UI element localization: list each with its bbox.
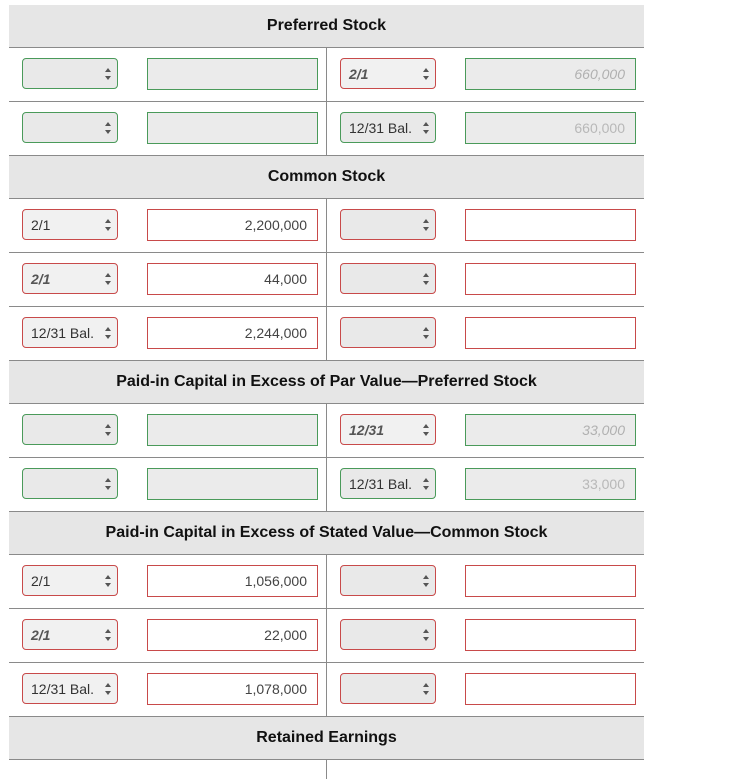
account-header-common-stock: Common Stock	[9, 155, 644, 199]
credit-amount-input[interactable]	[465, 263, 636, 295]
credit-date-select[interactable]	[340, 263, 436, 294]
debit-amount-input[interactable]	[147, 468, 318, 500]
credit-date-select[interactable]	[340, 565, 436, 596]
credit-amount-input[interactable]: 660,000	[465, 58, 636, 90]
ledger-row: 2/1 22,000	[9, 609, 644, 663]
account-header-paid-in-capital-common: Paid-in Capital in Excess of Stated Valu…	[9, 511, 644, 555]
credit-date-select[interactable]	[340, 317, 436, 348]
updown-arrow-icon	[104, 422, 112, 438]
debit-date-select[interactable]: 2/1	[22, 209, 118, 240]
debit-amount-input[interactable]: 1,056,000	[147, 565, 318, 597]
debit-date-select[interactable]: 12/31 Bal.	[22, 317, 118, 348]
updown-arrow-icon	[104, 627, 112, 643]
updown-arrow-icon	[104, 476, 112, 492]
ledger-row: 12/31 Bal. 33,000	[9, 458, 644, 511]
debit-date-select[interactable]	[22, 414, 118, 445]
account-header-retained-earnings: Retained Earnings	[9, 716, 644, 760]
updown-arrow-icon	[422, 681, 430, 697]
updown-arrow-icon	[422, 476, 430, 492]
account-title: Common Stock	[267, 168, 386, 185]
credit-date-select[interactable]: 2/1	[340, 58, 436, 89]
credit-amount-input[interactable]: 660,000	[465, 112, 636, 144]
updown-arrow-icon	[104, 66, 112, 82]
debit-amount-input[interactable]: 1,078,000	[147, 673, 318, 705]
updown-arrow-icon	[422, 422, 430, 438]
updown-arrow-icon	[104, 573, 112, 589]
credit-date-select[interactable]: 12/31 Bal.	[340, 468, 436, 499]
account-header-preferred-stock: Preferred Stock	[9, 5, 644, 48]
debit-amount-input[interactable]: 44,000	[147, 263, 318, 295]
updown-arrow-icon	[422, 627, 430, 643]
updown-arrow-icon	[422, 66, 430, 82]
updown-arrow-icon	[104, 681, 112, 697]
credit-date-select[interactable]: 12/31 Bal.	[340, 112, 436, 143]
debit-date-select[interactable]	[22, 58, 118, 89]
account-title: Retained Earnings	[256, 729, 397, 746]
debit-amount-input[interactable]: 2,200,000	[147, 209, 318, 241]
debit-amount-input[interactable]	[147, 112, 318, 144]
account-title: Preferred Stock	[266, 17, 387, 34]
debit-amount-input[interactable]: 22,000	[147, 619, 318, 651]
account-title: Paid-in Capital in Excess of Stated Valu…	[105, 524, 548, 541]
ledger-row: 2/1 44,000	[9, 253, 644, 307]
updown-arrow-icon	[422, 217, 430, 233]
credit-amount-input[interactable]	[465, 209, 636, 241]
ledger-row: 12/31 33,000	[9, 404, 644, 458]
updown-arrow-icon	[104, 217, 112, 233]
credit-date-select[interactable]	[340, 619, 436, 650]
updown-arrow-icon	[422, 573, 430, 589]
debit-date-select[interactable]: 2/1	[22, 619, 118, 650]
updown-arrow-icon	[422, 325, 430, 341]
ledger-row: 2/1 2,200,000	[9, 199, 644, 253]
ledger-row: 12/31 Bal. 660,000	[9, 102, 644, 155]
ledger-row: 12/31 Bal. 2,244,000	[9, 307, 644, 360]
updown-arrow-icon	[422, 120, 430, 136]
debit-amount-input[interactable]	[147, 414, 318, 446]
debit-date-select[interactable]	[22, 468, 118, 499]
credit-date-select[interactable]	[340, 673, 436, 704]
debit-date-select[interactable]	[22, 112, 118, 143]
t-account-ledger: Preferred Stock 2/1 660,000 12/31 Bal. 6…	[9, 0, 644, 779]
updown-arrow-icon	[104, 271, 112, 287]
debit-amount-input[interactable]: 2,244,000	[147, 317, 318, 349]
ledger-row: 12/31 Bal. 1,078,000	[9, 663, 644, 716]
updown-arrow-icon	[104, 120, 112, 136]
ledger-row: 2/1 1,056,000	[9, 555, 644, 609]
credit-date-select[interactable]	[340, 209, 436, 240]
debit-date-select[interactable]: 2/1	[22, 263, 118, 294]
debit-amount-input[interactable]	[147, 58, 318, 90]
credit-amount-input[interactable]: 33,000	[465, 414, 636, 446]
account-title: Paid-in Capital in Excess of Par Value—P…	[116, 373, 537, 390]
updown-arrow-icon	[422, 271, 430, 287]
debit-date-select[interactable]: 2/1	[22, 565, 118, 596]
debit-date-select[interactable]: 12/31 Bal.	[22, 673, 118, 704]
credit-amount-input[interactable]: 33,000	[465, 468, 636, 500]
updown-arrow-icon	[104, 325, 112, 341]
credit-amount-input[interactable]	[465, 317, 636, 349]
credit-amount-input[interactable]	[465, 673, 636, 705]
credit-date-select[interactable]: 12/31	[340, 414, 436, 445]
credit-amount-input[interactable]	[465, 565, 636, 597]
credit-amount-input[interactable]	[465, 619, 636, 651]
ledger-row-partial	[9, 760, 644, 779]
ledger-row: 2/1 660,000	[9, 48, 644, 102]
account-header-paid-in-capital-preferred: Paid-in Capital in Excess of Par Value—P…	[9, 360, 644, 404]
